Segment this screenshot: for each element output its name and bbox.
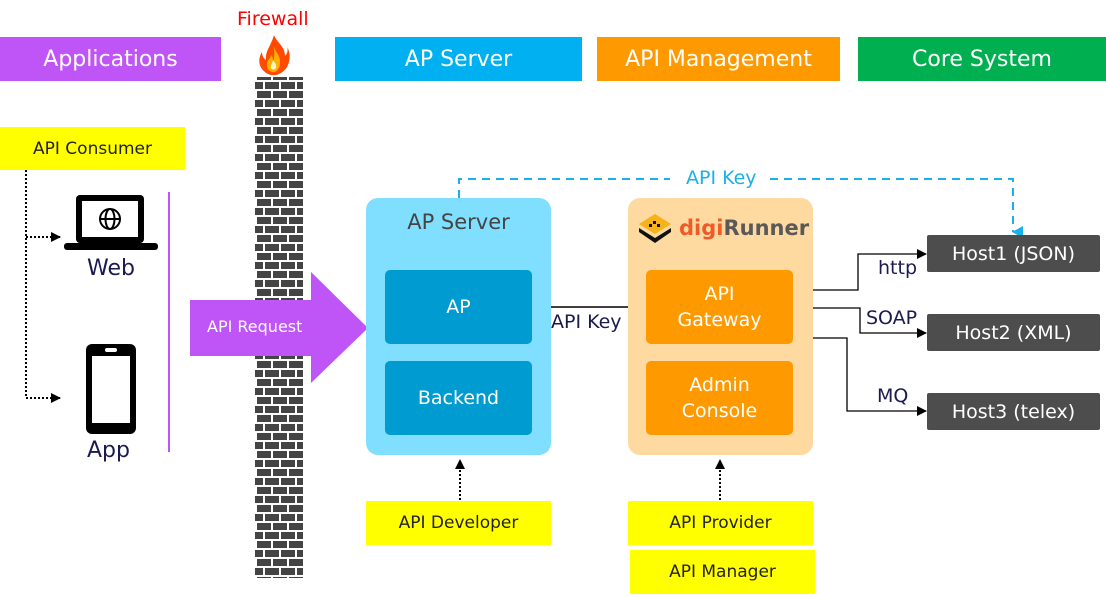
logo-runner: Runner (723, 216, 810, 240)
digirunner-logo-text: digiRunner (679, 216, 809, 240)
admin-label-line1: Admin (689, 374, 750, 396)
soap-label: SOAP (866, 307, 918, 329)
admin-label-line2: Console (681, 400, 758, 422)
logo-digi: digi (679, 216, 724, 240)
host-json: Host1 (JSON) (927, 235, 1100, 272)
admin-console-block: Admin Console (646, 361, 793, 435)
ap-server-title: AP Server (407, 210, 510, 234)
role-api-manager: API Manager (630, 550, 815, 594)
api-key-top-label: API Key (684, 167, 759, 189)
soap-connector (792, 307, 927, 338)
web-label: Web (87, 256, 135, 281)
backend-label: Backend (417, 387, 500, 409)
digirunner-logo-icon (639, 214, 671, 243)
header-ap-server: AP Server (335, 37, 582, 81)
api-key-dashed-left (458, 178, 670, 198)
api-request-arrow (190, 272, 368, 383)
mq-connector (792, 337, 927, 416)
api-request-label: API Request (207, 317, 303, 336)
gateway-label-line2: Gateway (677, 309, 762, 331)
laptop-icon (64, 195, 158, 250)
phone-icon (86, 344, 136, 434)
ap-label: AP (446, 296, 471, 318)
api-key-mid-label: API Key (551, 311, 622, 333)
gateway-label-line1: API (704, 283, 735, 305)
fire-icon (259, 35, 290, 76)
app-label: App (87, 438, 130, 463)
role-api-consumer: API Consumer (0, 127, 185, 170)
backend-block: Backend (385, 361, 532, 435)
header-api-management: API Management (597, 37, 840, 81)
firewall-label: Firewall (237, 8, 309, 30)
api-key-dashed-right (770, 178, 1023, 238)
host-xml: Host2 (XML) (927, 314, 1100, 351)
header-applications: Applications (0, 37, 221, 81)
api-gateway-block: API Gateway (646, 270, 793, 344)
role-api-provider: API Provider (628, 501, 813, 545)
http-label: http (878, 257, 918, 279)
mq-label: MQ (877, 385, 909, 407)
host-telex: Host3 (telex) (927, 393, 1100, 430)
ap-block: AP (385, 270, 532, 344)
http-connector (792, 249, 927, 291)
role-api-developer: API Developer (366, 501, 551, 545)
header-core-system: Core System (858, 37, 1106, 81)
